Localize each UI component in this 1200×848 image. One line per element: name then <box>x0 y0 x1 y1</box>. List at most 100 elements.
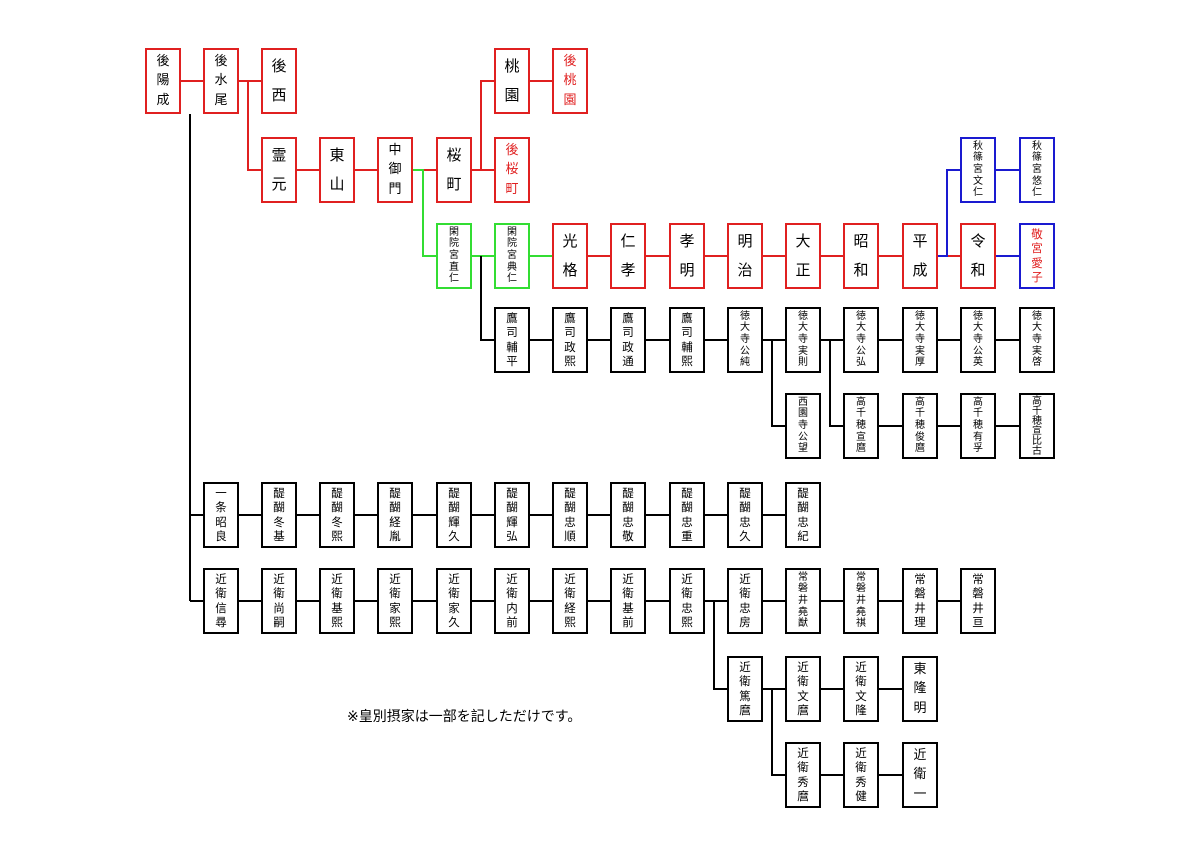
footnote: ※皇別摂家は一部を記しただけです。 <box>347 709 582 725</box>
node-label: 明治 <box>737 232 753 279</box>
node-label: 光格 <box>562 232 578 279</box>
node-label: 高千穂宣麿 <box>856 396 866 455</box>
node-label: 徳大寺実厚 <box>915 310 925 369</box>
node-daigo-tadanori: 醍醐忠紀 <box>785 482 821 548</box>
node-tokiwai-wataru: 常磐井亘 <box>960 568 996 634</box>
node-label: 東山 <box>329 146 345 193</box>
node-label: 近衛家熙 <box>389 571 401 629</box>
node-takatsukasa-sukehira: 鷹司輔平 <box>494 307 530 373</box>
node-label: 近衛忠熙 <box>681 571 693 629</box>
node-takatsukasa-masahiro: 鷹司政熙 <box>552 307 588 373</box>
node-label: 大正 <box>795 232 811 279</box>
node-toshinomiya: 敬宮愛子 <box>1019 223 1055 289</box>
node-takachiho-toshimaro: 高千穂俊麿 <box>902 393 938 459</box>
node-label: 近衛内前 <box>506 571 518 629</box>
node-konoe-iehiro: 近衛家熙 <box>377 568 413 634</box>
connector-line <box>938 169 960 257</box>
node-label: 鷹司輔平 <box>506 310 518 368</box>
connector-line <box>413 169 436 257</box>
node-label: 東隆明 <box>913 662 927 716</box>
connector-line <box>829 340 843 427</box>
node-tokudaiji-saneatsu: 徳大寺実厚 <box>902 307 938 373</box>
node-daigo-tadashige: 醍醐忠重 <box>669 482 705 548</box>
node-label: 近衛基前 <box>622 571 634 629</box>
node-tokiwai-osamu: 常磐井理 <box>902 568 938 634</box>
node-label: 秋篠宮悠仁 <box>1032 140 1042 199</box>
node-daigo-tsunefusa: 醍醐経胤 <box>377 482 413 548</box>
node-saionji-kinmochi: 西園寺公望 <box>785 393 821 459</box>
connector-line <box>771 340 785 427</box>
node-label: 近衛一 <box>913 748 927 802</box>
node-label: 孝明 <box>679 232 695 279</box>
node-sakuramachi: 桜町 <box>436 137 472 203</box>
node-label: 醍醐経胤 <box>389 485 401 543</box>
node-kokaku: 光格 <box>552 223 588 289</box>
node-label: 閑院宮典仁 <box>507 226 517 285</box>
node-daigo-teruhisa: 醍醐輝久 <box>436 482 472 548</box>
node-konoe-hisatsugu: 近衛尚嗣 <box>261 568 297 634</box>
node-heisei: 平成 <box>902 223 938 289</box>
node-konoe-nobuhiro: 近衛信尋 <box>203 568 239 634</box>
node-label: 鷹司輔熙 <box>681 310 693 368</box>
node-label: 西園寺公望 <box>798 396 808 455</box>
node-konoe-tadahiro: 近衛忠熙 <box>669 568 705 634</box>
node-label: 後陽成 <box>156 54 170 108</box>
node-label: 近衛秀麿 <box>797 745 809 803</box>
node-label: 霊元 <box>271 146 287 193</box>
node-daigo-fuyuhiro: 醍醐冬熙 <box>319 482 355 548</box>
node-higashiyama: 東山 <box>319 137 355 203</box>
node-daigo-tadaosa: 醍醐忠敬 <box>610 482 646 548</box>
node-konoe-motohiro: 近衛基熙 <box>319 568 355 634</box>
node-taisho: 大正 <box>785 223 821 289</box>
node-label: 後桃園 <box>563 54 577 108</box>
node-akishino-fumihito: 秋篠宮文仁 <box>960 137 996 203</box>
node-reigen: 霊元 <box>261 137 297 203</box>
node-label: 後桜町 <box>505 143 519 197</box>
node-ichijo-akiyoshi: 一条昭良 <box>203 482 239 548</box>
node-label: 醍醐忠久 <box>739 485 751 543</box>
node-label: 徳大寺実啓 <box>1032 310 1042 369</box>
node-label: 常磐井堯祺 <box>856 571 866 630</box>
node-label: 近衛経熙 <box>564 571 576 629</box>
node-label: 醍醐忠敬 <box>622 485 634 543</box>
node-label: 醍醐冬熙 <box>331 485 343 543</box>
connector-line <box>247 81 261 171</box>
node-label: 高千穂有孚 <box>973 396 983 455</box>
node-konoe-motosaki: 近衛基前 <box>610 568 646 634</box>
node-tokudaiji-kinito: 徳大寺公純 <box>727 307 763 373</box>
node-higashi-takaaki: 東隆明 <box>902 656 938 722</box>
node-takatsukasa-sukehiro: 鷹司輔熙 <box>669 307 705 373</box>
connector-lines <box>181 80 1019 776</box>
node-konoe-tsunehiro: 近衛経熙 <box>552 568 588 634</box>
node-label: 近衛基熙 <box>331 571 343 629</box>
node-daigo-teruhiro: 醍醐輝弘 <box>494 482 530 548</box>
node-ninko: 仁孝 <box>610 223 646 289</box>
node-label: 秋篠宮文仁 <box>973 140 983 199</box>
node-label: 徳大寺公英 <box>973 310 983 369</box>
node-takachiho-nobumaro: 高千穂宣麿 <box>843 393 879 459</box>
node-gosai: 後西 <box>261 48 297 114</box>
node-goyozei: 後陽成 <box>145 48 181 114</box>
node-label: 閑院宮直仁 <box>449 226 459 285</box>
node-gomomozono: 後桃園 <box>552 48 588 114</box>
node-label: 高千穂宣比古 <box>1032 396 1042 457</box>
node-tokiwai-takanori: 常磐井堯猷 <box>785 568 821 634</box>
node-showa: 昭和 <box>843 223 879 289</box>
node-tokudaiji-sanetsune: 徳大寺実則 <box>785 307 821 373</box>
node-daigo-tadahisa: 醍醐忠久 <box>727 482 763 548</box>
node-label: 醍醐忠順 <box>564 485 576 543</box>
connector-line <box>480 80 494 170</box>
node-label: 鷹司政通 <box>622 310 634 368</box>
node-konoe-atsumaro: 近衛篤麿 <box>727 656 763 722</box>
node-label: 近衛文隆 <box>855 659 867 717</box>
node-label: 近衛秀健 <box>855 745 867 803</box>
connector-line <box>771 689 785 776</box>
node-konoe-uchisaki: 近衛内前 <box>494 568 530 634</box>
node-label: 高千穂俊麿 <box>915 396 925 455</box>
node-gomizunoo: 後水尾 <box>203 48 239 114</box>
node-label: 醍醐冬基 <box>273 485 285 543</box>
node-konoe-fumimaro: 近衛文麿 <box>785 656 821 722</box>
node-label: 醍醐輝久 <box>448 485 460 543</box>
node-tokudaiji-kinhiro: 徳大寺公弘 <box>843 307 879 373</box>
